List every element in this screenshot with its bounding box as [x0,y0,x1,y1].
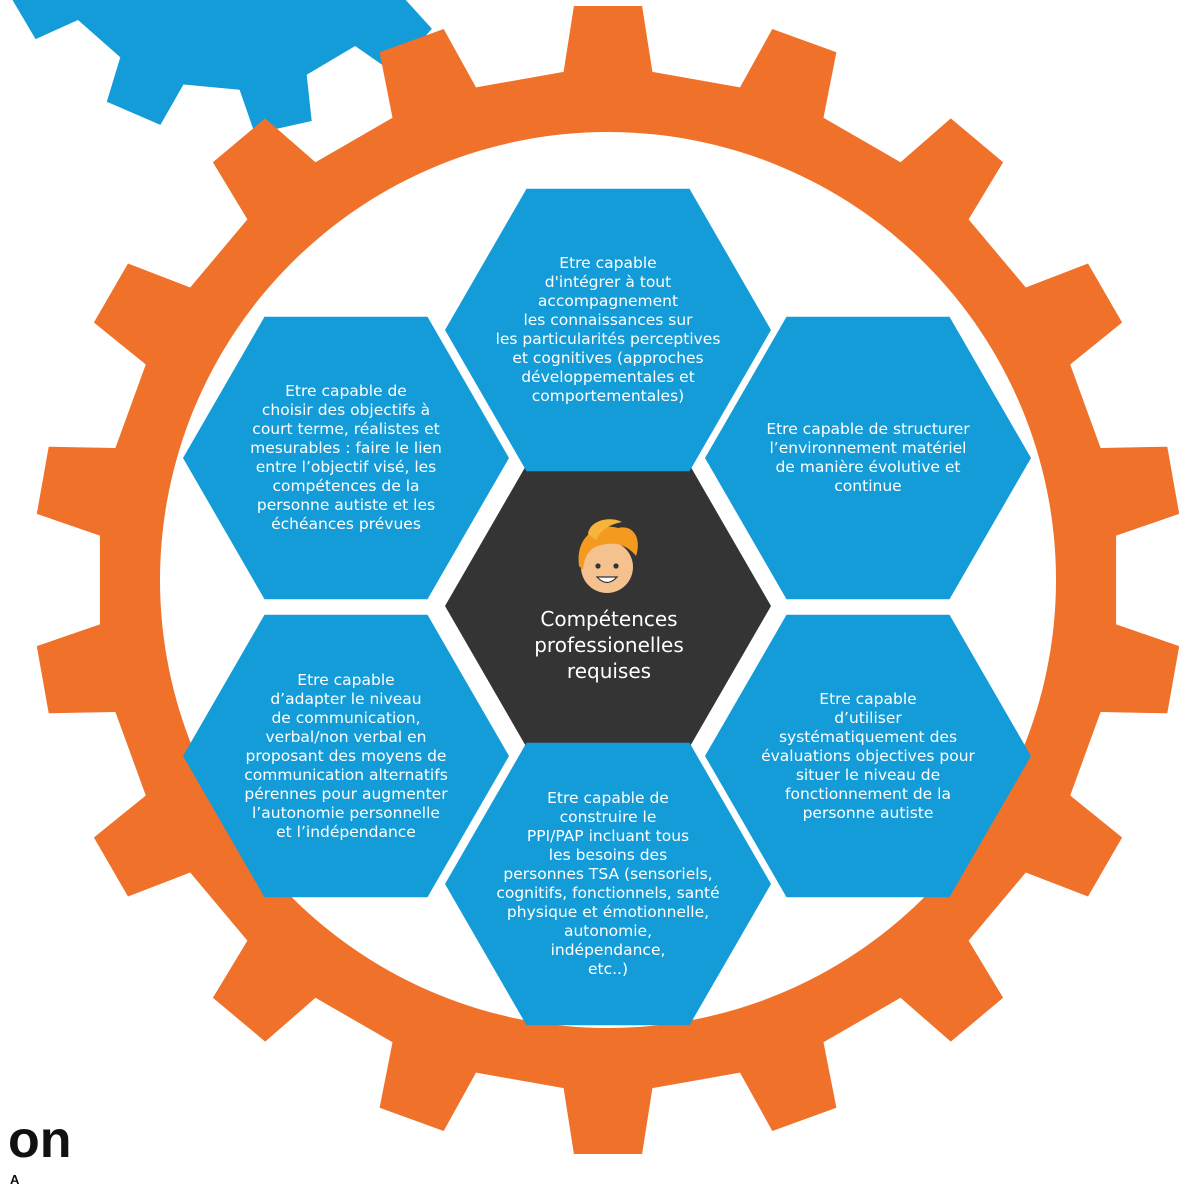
face-smile [595,576,619,584]
cropped-subheading-fragment: A [10,1172,20,1187]
person-face-icon [578,519,638,593]
hexagon-top [445,188,771,472]
cropped-heading-fragment: on [8,1111,72,1169]
face-left-eye [595,563,601,569]
hexagon-lower-left-text: Etre capable d’adapter le niveau de comm… [244,670,448,841]
face-right-eye [613,563,619,569]
hexagon-bottom-text: Etre capable de construire le PPI/PAP in… [496,789,720,978]
hexagon-lower-right-text: Etre capable d’utiliser systématiquement… [761,689,975,822]
hexagon-top-text: Etre capable d'intégrer à tout accompagn… [495,254,721,405]
hexagon-lower-right [705,614,1031,898]
center-title: Compétences professionelles requises [534,607,684,683]
blue-gear [12,0,432,134]
hexagon-upper-right-text: Etre capable de structurer l’environneme… [766,420,970,495]
blue-gear-shape [12,0,432,134]
face-hair-highlight [588,519,622,540]
hexagon-upper-left-text: Etre capable de choisir des objectifs à … [250,382,442,533]
hexagon-upper-left [183,316,509,600]
hexagon-lower-left [183,614,509,898]
hexagon-upper-right [705,316,1031,600]
center-hexagon [445,464,771,748]
face-skin [581,541,633,593]
hexagon-group [183,188,1031,1026]
hexagon-bottom [445,742,771,1026]
